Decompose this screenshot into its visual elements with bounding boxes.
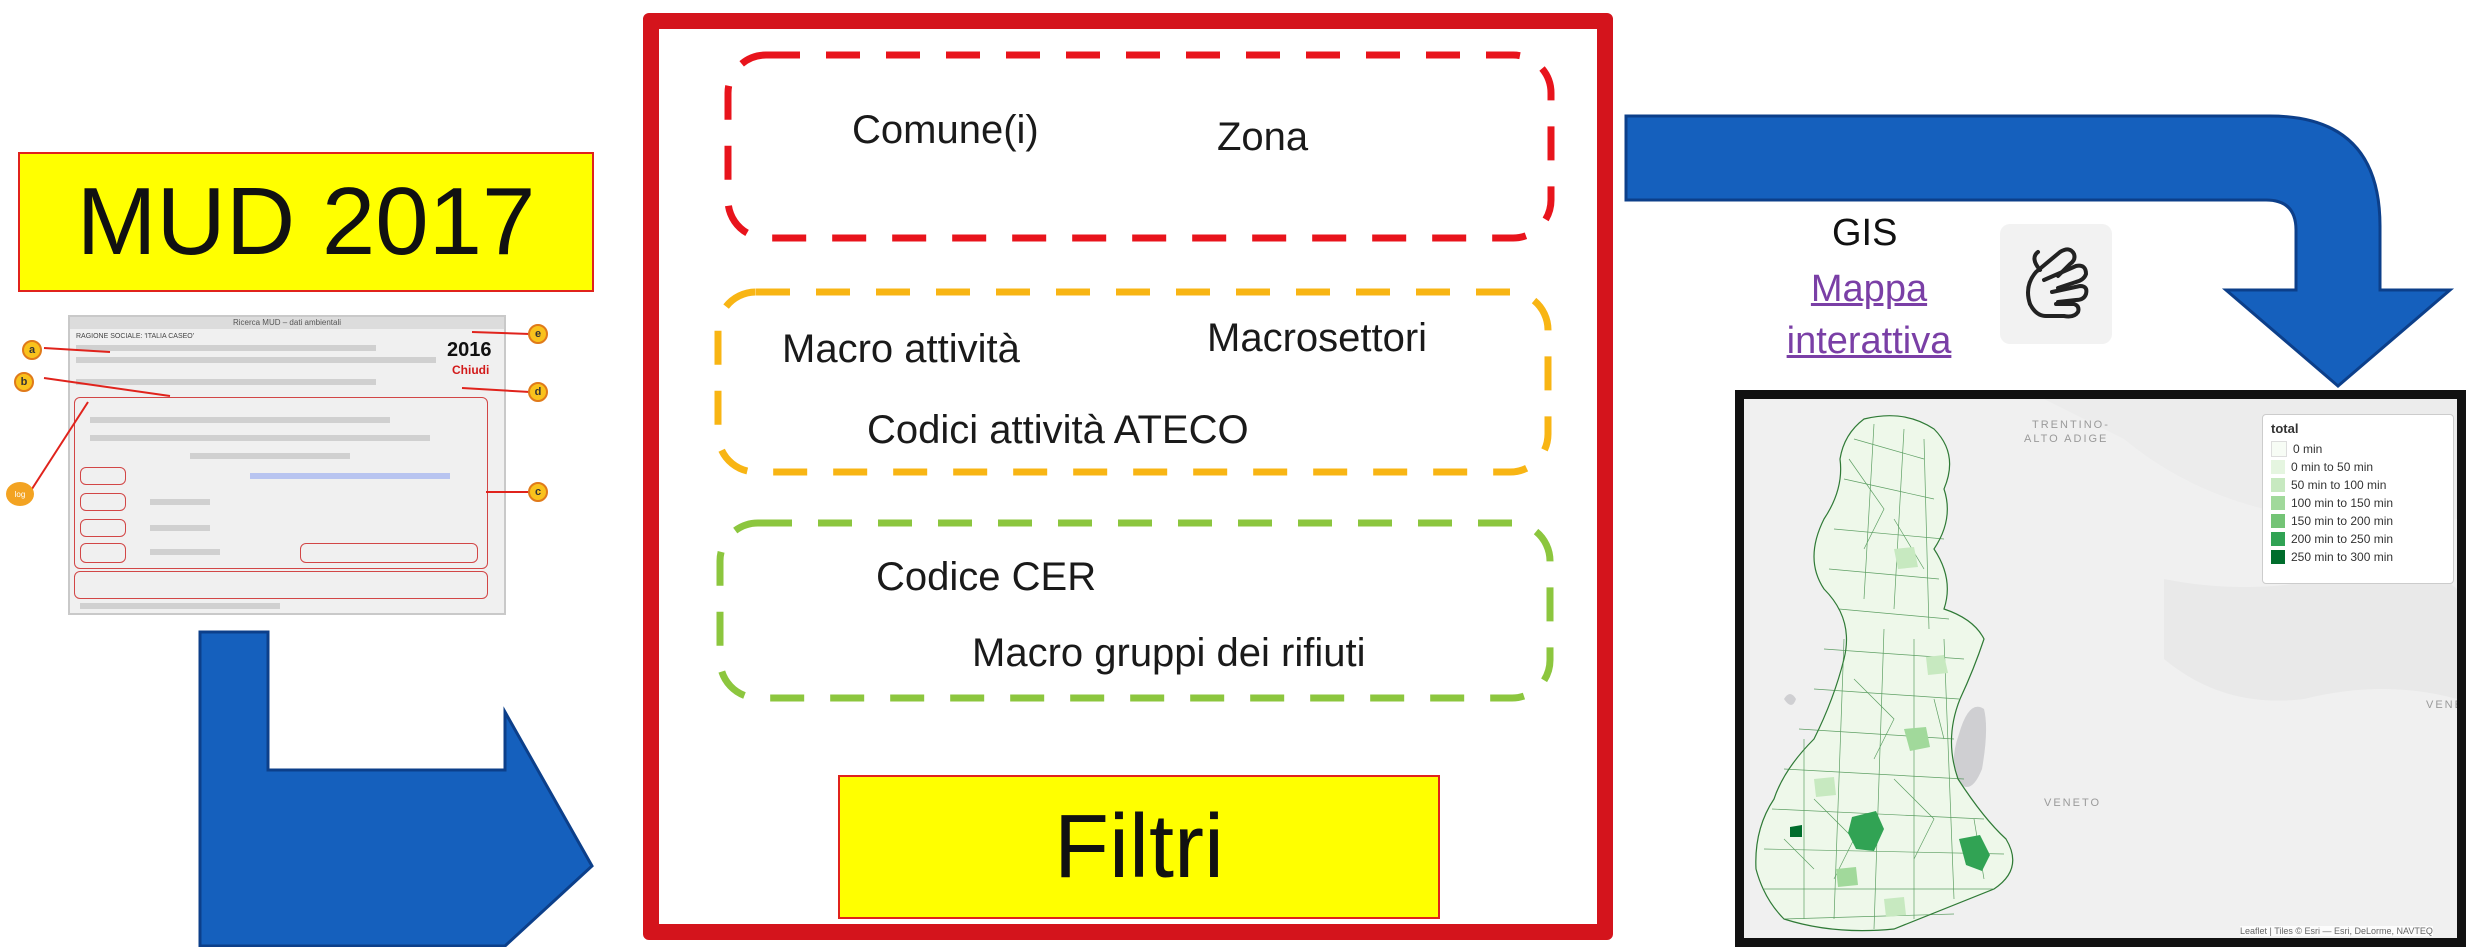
- muni-light6: [1884, 897, 1906, 917]
- muni-mid2: [1959, 835, 1990, 871]
- form-window-title: Ricerca MUD – dati ambientali: [70, 317, 504, 329]
- legend-item: 50 min to 100 min: [2271, 476, 2445, 494]
- form-field-row: [76, 357, 436, 363]
- form-field-box: [80, 493, 126, 511]
- form-field-box: [80, 543, 126, 563]
- legend-item: 0 min to 50 min: [2271, 458, 2445, 476]
- gis-title: GIS: [1832, 212, 1898, 254]
- filter-codice-cer: Codice CER: [876, 555, 1097, 599]
- map-attribution[interactable]: Leaflet | Tiles © Esri — Esri, DeLorme, …: [2240, 926, 2433, 936]
- arrow-to-map: [1624, 114, 2455, 388]
- form-footer-row: [80, 603, 280, 609]
- form-field-row: [76, 345, 376, 351]
- map-legend: total 0 min 0 min to 50 min 50 min to 10…: [2262, 414, 2454, 584]
- muni-mid: [1848, 811, 1884, 851]
- form-field-box: [300, 543, 478, 563]
- filter-macro-attivita: Macro attività: [782, 327, 1020, 371]
- legend-item: 150 min to 200 min: [2271, 512, 2445, 530]
- muni-light2: [1894, 547, 1918, 569]
- filter-comuni: Comune(i): [852, 108, 1039, 152]
- form-field-row: [150, 499, 210, 505]
- pointing-hand-icon: [2026, 247, 2089, 319]
- legend-item: 200 min to 250 min: [2271, 530, 2445, 548]
- muni-light4: [1926, 655, 1948, 675]
- hand-icon-box: [2000, 224, 2112, 344]
- badge-a: a: [22, 340, 42, 360]
- form-close-button: Chiudi: [452, 363, 490, 377]
- badge-c: c: [528, 482, 548, 502]
- map-label-vene: VENE: [2426, 699, 2464, 711]
- badge-d: d: [528, 382, 548, 402]
- map-label-trentino: TRENTINO-: [2032, 419, 2110, 431]
- filtri-label: Filtri: [838, 775, 1440, 919]
- filter-codici-ateco: Codici attività ATECO: [867, 408, 1249, 452]
- badge-e: e: [528, 324, 548, 344]
- location-filter-group: [724, 51, 1555, 242]
- form-year: 2016: [447, 339, 492, 361]
- arrow-to-filters: [198, 630, 594, 947]
- form-field-row: [150, 549, 220, 555]
- badge-b: b: [14, 372, 34, 392]
- form-field-box: [80, 467, 126, 485]
- form-field-row: [76, 379, 376, 385]
- map-label-alto-adige: ALTO ADIGE: [2024, 433, 2109, 445]
- filter-groups: [714, 51, 1555, 702]
- filter-zona: Zona: [1217, 115, 1309, 159]
- legend-item: 250 min to 300 min: [2271, 548, 2445, 566]
- form-field-row: [150, 525, 210, 531]
- waste-filter-group: [716, 519, 1554, 702]
- activity-filter-group: [714, 288, 1552, 476]
- form-field-row: [190, 453, 350, 459]
- form-field-row: [90, 417, 390, 423]
- legend-item: 100 min to 150 min: [2271, 494, 2445, 512]
- form-main-box: [74, 397, 488, 569]
- form-bottom-box: [74, 571, 488, 599]
- form-link-row: [250, 473, 450, 479]
- filter-macro-gruppi-rifiuti: Macro gruppi dei rifiuti: [972, 631, 1366, 675]
- mud-2017-label: MUD 2017: [18, 152, 594, 292]
- legend-item: 0 min: [2271, 440, 2445, 458]
- veneto-region: [1755, 415, 2014, 932]
- muni-dark: [1790, 825, 1802, 837]
- filter-macrosettori: Macrosettori: [1207, 316, 1428, 360]
- mud-form-screenshot: Ricerca MUD – dati ambientali RAGIONE SO…: [68, 315, 506, 615]
- muni-light5: [1814, 777, 1836, 797]
- interactive-map-link[interactable]: Mappa interattiva: [1786, 268, 1952, 362]
- form-field-box: [80, 519, 126, 537]
- map-label-veneto: VENETO: [2044, 797, 2102, 809]
- muni-light: [1904, 727, 1930, 751]
- log-tag: log: [6, 482, 34, 506]
- form-callout-lines: [29, 331, 531, 493]
- form-header-line: RAGIONE SOCIALE: 'ITALIA CASEO': [76, 333, 195, 340]
- muni-light3: [1836, 867, 1858, 887]
- legend-title: total: [2271, 421, 2299, 436]
- form-field-row: [90, 435, 430, 441]
